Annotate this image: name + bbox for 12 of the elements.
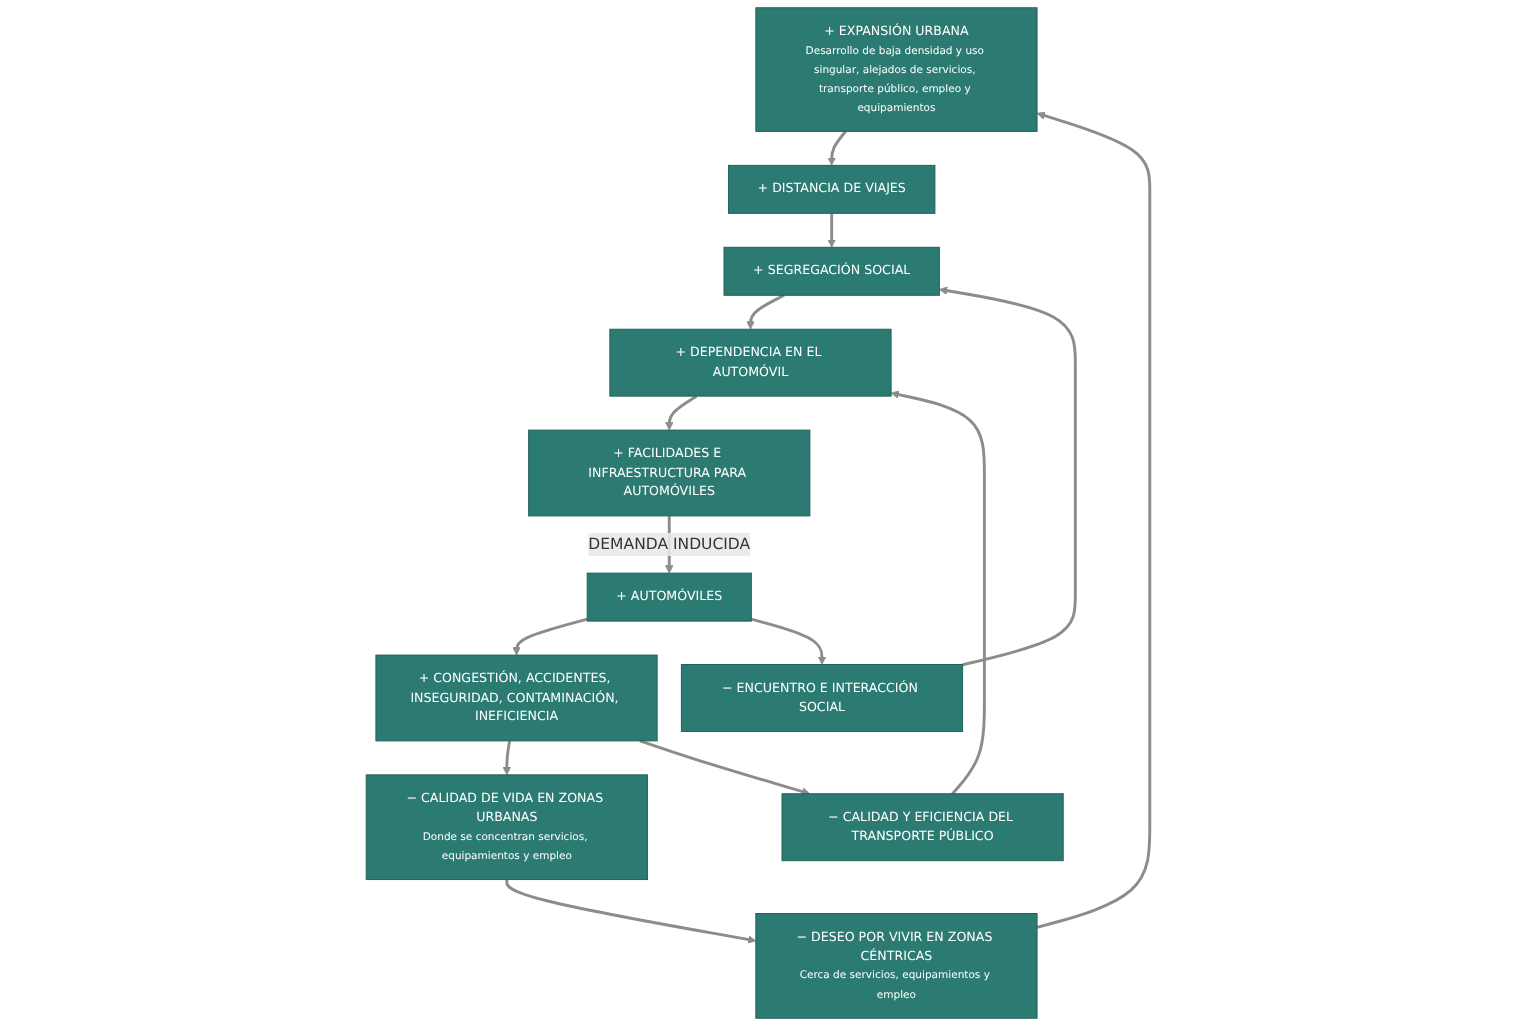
arrow xyxy=(827,213,836,248)
arrow xyxy=(746,294,785,330)
arrow xyxy=(502,740,512,776)
arrow xyxy=(890,390,986,795)
arrow xyxy=(505,879,757,944)
arrow xyxy=(827,130,847,166)
arrow xyxy=(939,286,1077,667)
arrow xyxy=(1036,111,1152,929)
arrow xyxy=(512,617,588,656)
arrow xyxy=(665,394,698,431)
arrow xyxy=(639,739,811,796)
arrow xyxy=(750,617,827,665)
